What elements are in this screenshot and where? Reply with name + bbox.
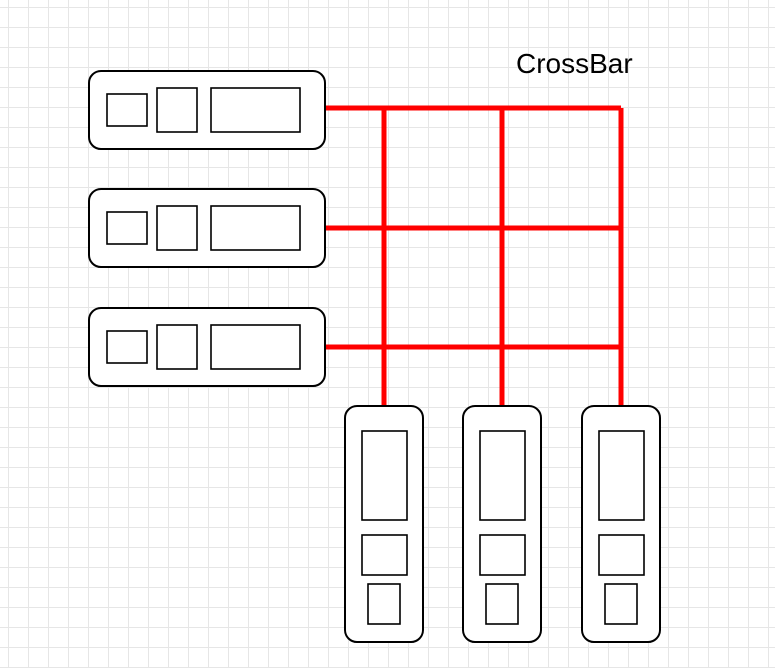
row-node-3 [88,307,326,387]
column-node-tall-box [361,430,408,521]
column-node-tall-box [479,430,526,521]
row-node-square-box [156,87,198,133]
row-node-wide-box [210,205,301,251]
column-node-small-box [367,583,401,625]
column-node-square-box [598,534,645,576]
row-node-wide-box [210,87,301,133]
column-node-square-box [479,534,526,576]
row-node-wide-box [210,324,301,370]
row-node-square-box [156,205,198,251]
crossbar-bus-lines [325,105,624,407]
column-node-1 [344,405,424,643]
diagram-nodes [88,70,661,643]
column-node-tall-box [598,430,645,521]
column-node-small-box [485,583,519,625]
row-node-1 [88,70,326,150]
row-node-small-box [106,330,148,364]
row-node-small-box [106,211,148,245]
row-node-small-box [106,93,148,127]
row-node-2 [88,188,326,268]
column-node-square-box [361,534,408,576]
column-node-2 [462,405,542,643]
column-node-small-box [604,583,638,625]
column-node-3 [581,405,661,643]
diagram-title: CrossBar [516,48,633,79]
row-node-square-box [156,324,198,370]
